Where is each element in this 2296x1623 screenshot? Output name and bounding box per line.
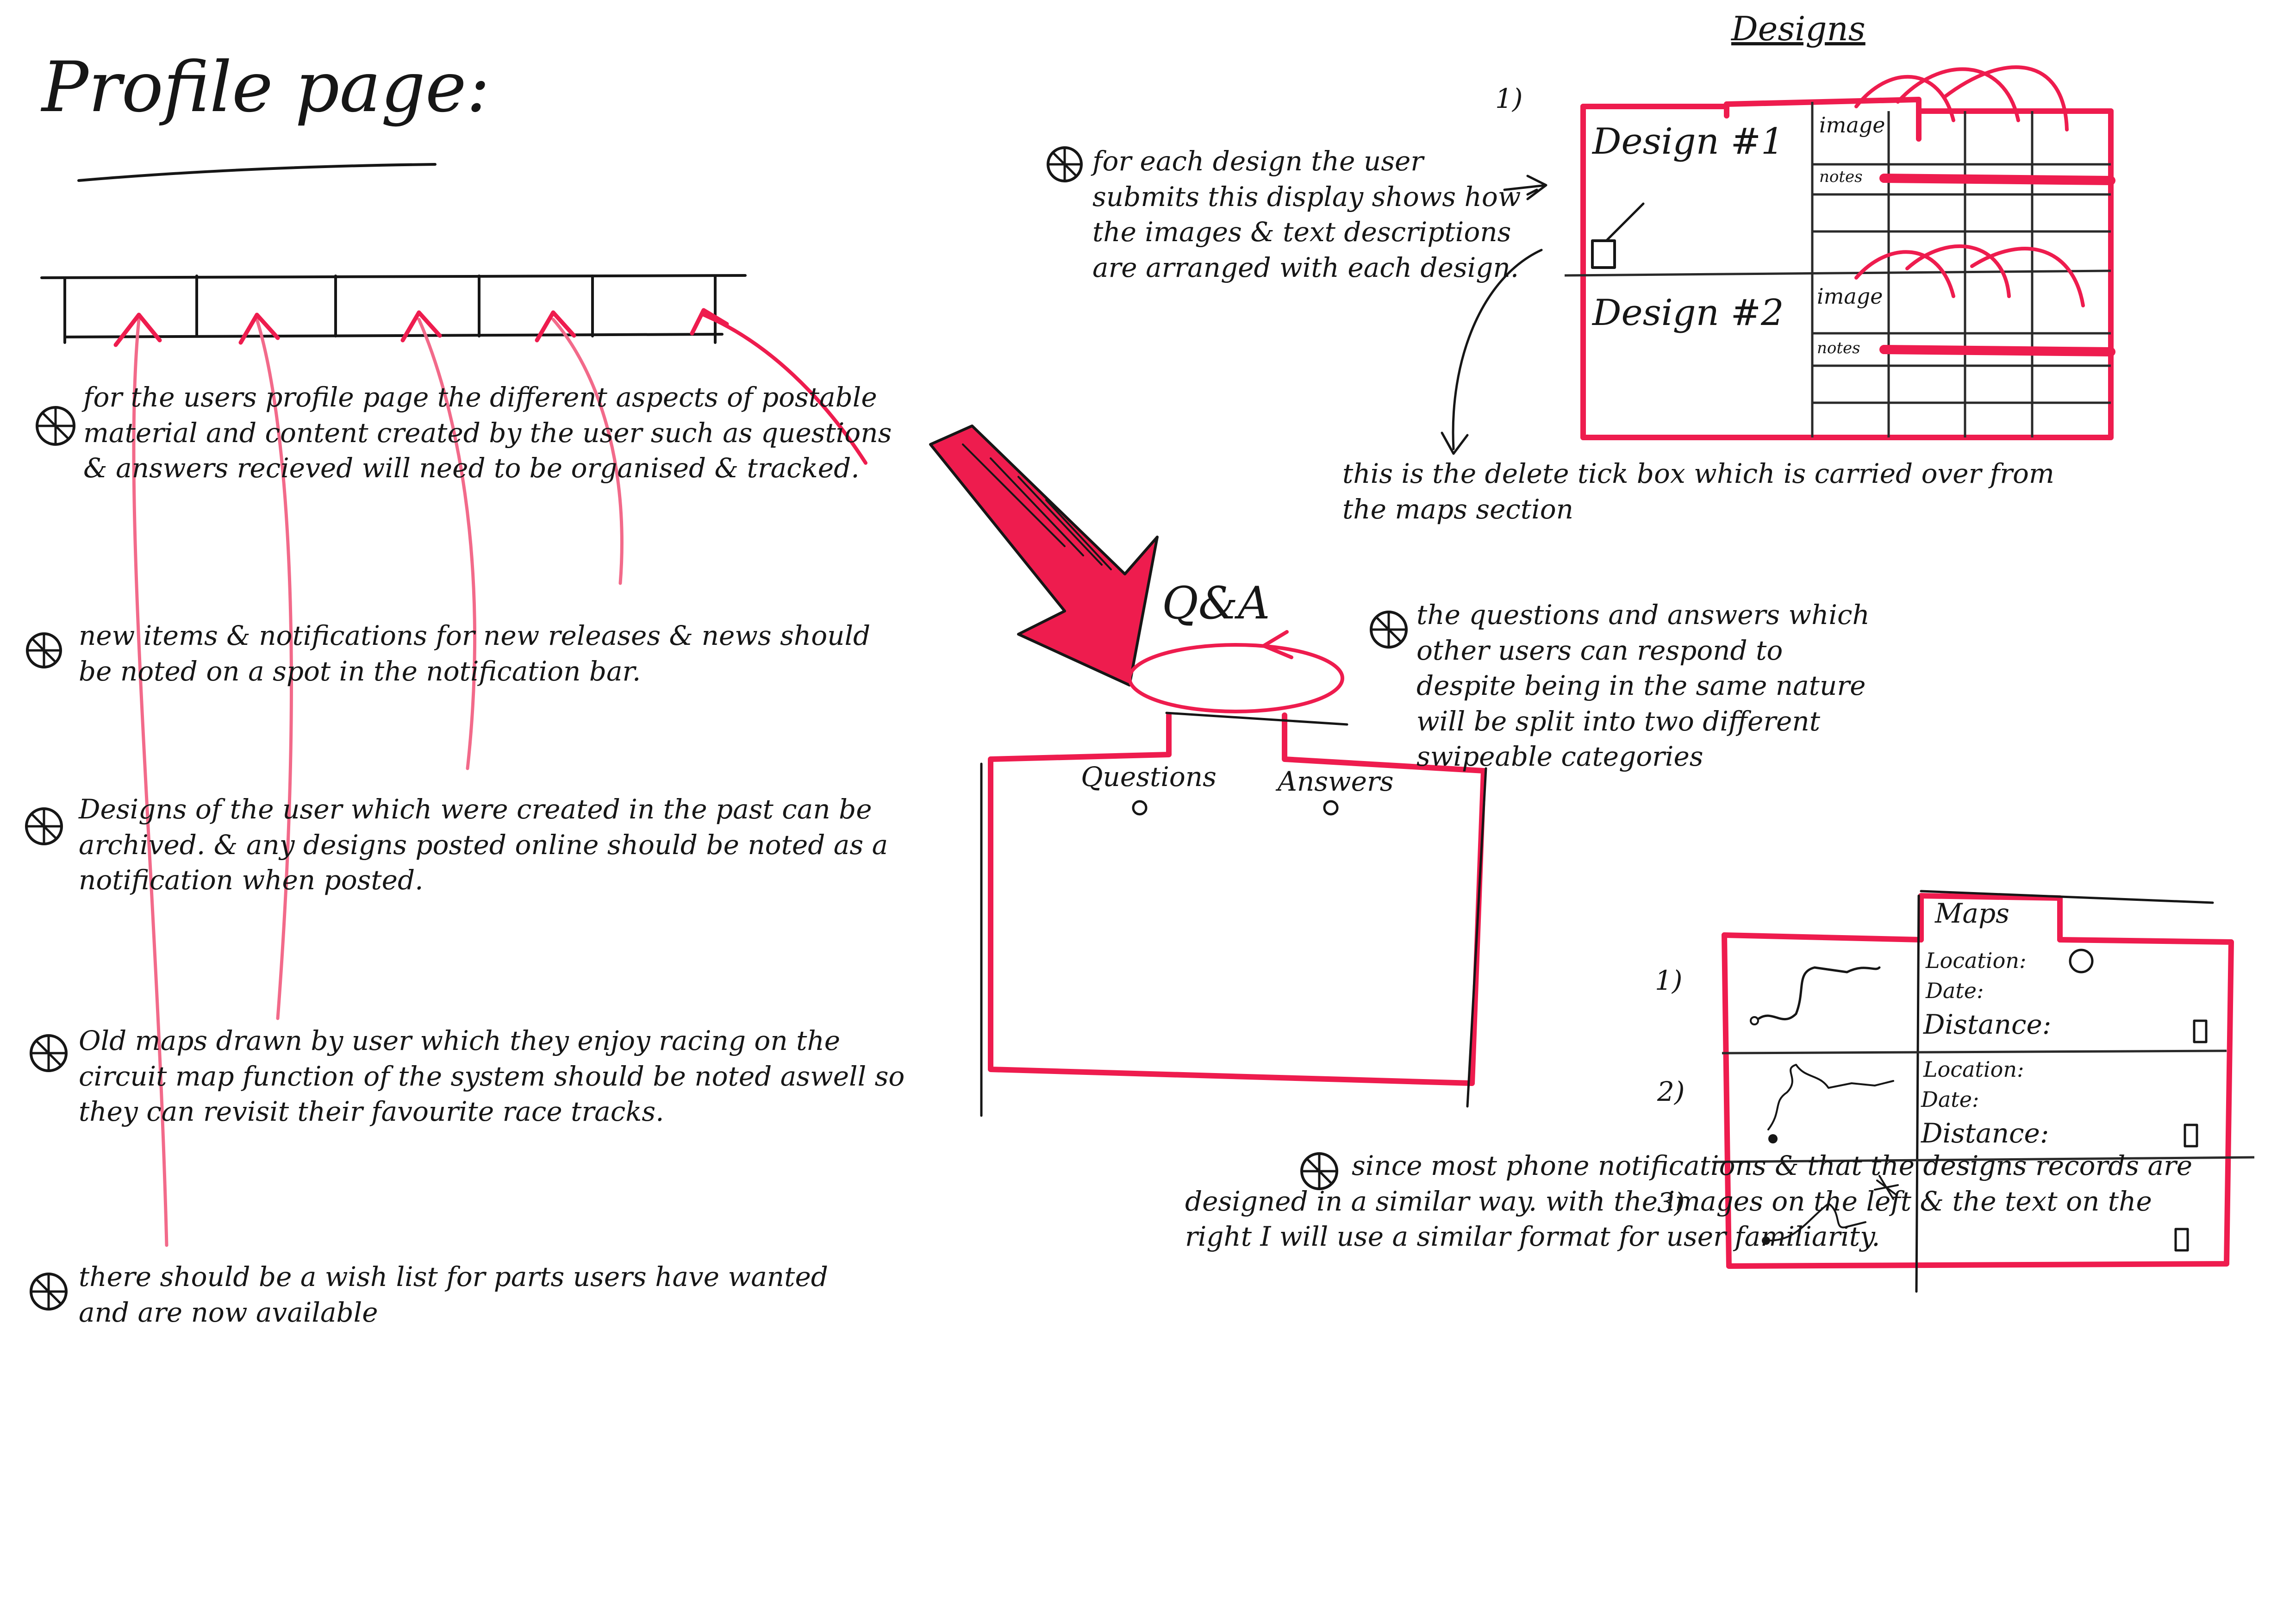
big-pink-arrow	[930, 426, 1157, 685]
map-2-distance: Distance:	[1921, 1116, 2049, 1151]
profile-note-1: for the users profile page the different…	[83, 380, 907, 486]
profile-note-5: there should be a wish list for parts us…	[79, 1259, 875, 1330]
qa-tab-questions: Questions	[1081, 759, 1217, 795]
title-underline	[79, 164, 435, 181]
bullet-markers	[26, 407, 74, 1309]
map-1-date: Date:	[1926, 977, 1984, 1005]
qa-title: Q&A	[1162, 574, 1270, 633]
qa-mockup	[981, 632, 1486, 1116]
designs-note: for each design the user submits this di…	[1092, 144, 1537, 285]
profile-note-4: Old maps drawn by user which they enjoy …	[79, 1023, 930, 1130]
design-1-notes-label: notes	[1819, 167, 1863, 187]
designs-tab-label: Designs	[1731, 7, 1866, 51]
delete-tickbox-note: this is the delete tick box which is car…	[1342, 456, 2065, 527]
design-1-label: Design #1	[1592, 118, 1784, 166]
design-2-label: Design #2	[1592, 289, 1784, 337]
map-2-location: Location:	[1923, 1055, 2024, 1084]
design-1-image-label: image	[1819, 111, 1885, 139]
maps-number-2: 2)	[1657, 1074, 1685, 1110]
profile-note-3: Designs of the user which were created i…	[79, 792, 921, 898]
map-1-location: Location:	[1926, 947, 2026, 975]
maps-tab-label: Maps	[1935, 896, 2009, 931]
designs-number: 1)	[1495, 81, 1523, 117]
nav-bar-sketch	[42, 275, 745, 343]
maps-note: since most phone notifications & that th…	[1185, 1148, 2213, 1255]
qa-note: the questions and answers which other us…	[1416, 597, 1879, 774]
profile-note-2: new items & notifications for new releas…	[79, 618, 903, 689]
map-2-date: Date:	[1921, 1086, 1979, 1114]
design-2-notes-label: notes	[1817, 338, 1860, 359]
page-title: Profile page:	[42, 42, 490, 133]
qa-tab-answers: Answers	[1278, 764, 1393, 799]
maps-number-1: 1)	[1655, 963, 1683, 999]
design-2-image-label: image	[1817, 282, 1883, 311]
map-1-distance: Distance:	[1923, 1007, 2051, 1042]
